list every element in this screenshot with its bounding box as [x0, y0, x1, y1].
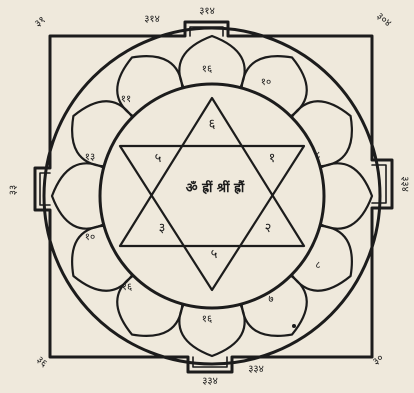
petal-number: १०	[261, 77, 271, 88]
lotus-petal	[292, 226, 352, 291]
petal-number: ८	[315, 260, 320, 271]
petal-number: १६	[202, 64, 212, 75]
petal-number: ११	[121, 94, 131, 105]
petal-number: १६	[202, 314, 212, 325]
downward-triangle	[120, 146, 304, 290]
lotus-petal	[179, 304, 244, 356]
lotus-petal	[292, 101, 352, 166]
lotus-petal	[179, 36, 244, 88]
petal-number: ८	[315, 150, 320, 161]
lotus-petal	[72, 101, 132, 166]
triangle-number-top: ६	[209, 117, 216, 132]
gate-label-bottom: ३३४	[202, 376, 218, 387]
corner-label-bottom-left: ३६	[34, 355, 49, 370]
lotus-petal	[117, 56, 182, 116]
triangle-number-upper-right: १	[269, 151, 276, 166]
ink-dot	[292, 324, 296, 328]
lotus-petal	[52, 163, 104, 228]
lotus-petal	[72, 226, 132, 291]
petal-number: १६	[122, 282, 132, 293]
petal-number: १३	[85, 152, 95, 163]
corner-label-top-left: ३१	[33, 15, 48, 30]
center-mantra: ॐ ह्रीं श्रीं ह्रौं	[186, 179, 245, 196]
triangle-number-lower-left: ३	[159, 221, 166, 236]
lotus-petal	[242, 276, 307, 336]
petal-number: १०	[85, 232, 95, 243]
gate-label-right: ३३४	[399, 176, 410, 192]
corner-label-top-mid: ३१४	[144, 14, 160, 25]
corner-label-top-right: ३०४	[374, 11, 393, 29]
triangle-number-bottom: ५	[211, 247, 218, 262]
corner-label-bottom-mid: ३३४	[248, 364, 264, 375]
square-frame	[35, 22, 392, 372]
gate-label-top: ३१४	[199, 6, 215, 17]
gate-label-left: ३३	[8, 185, 19, 195]
triangle-number-upper-left: ५	[155, 151, 162, 166]
petal-number: ७	[268, 294, 273, 305]
lotus-petal	[320, 163, 372, 228]
triangle-number-lower-right: २	[265, 221, 272, 236]
lotus-petal	[242, 56, 307, 116]
